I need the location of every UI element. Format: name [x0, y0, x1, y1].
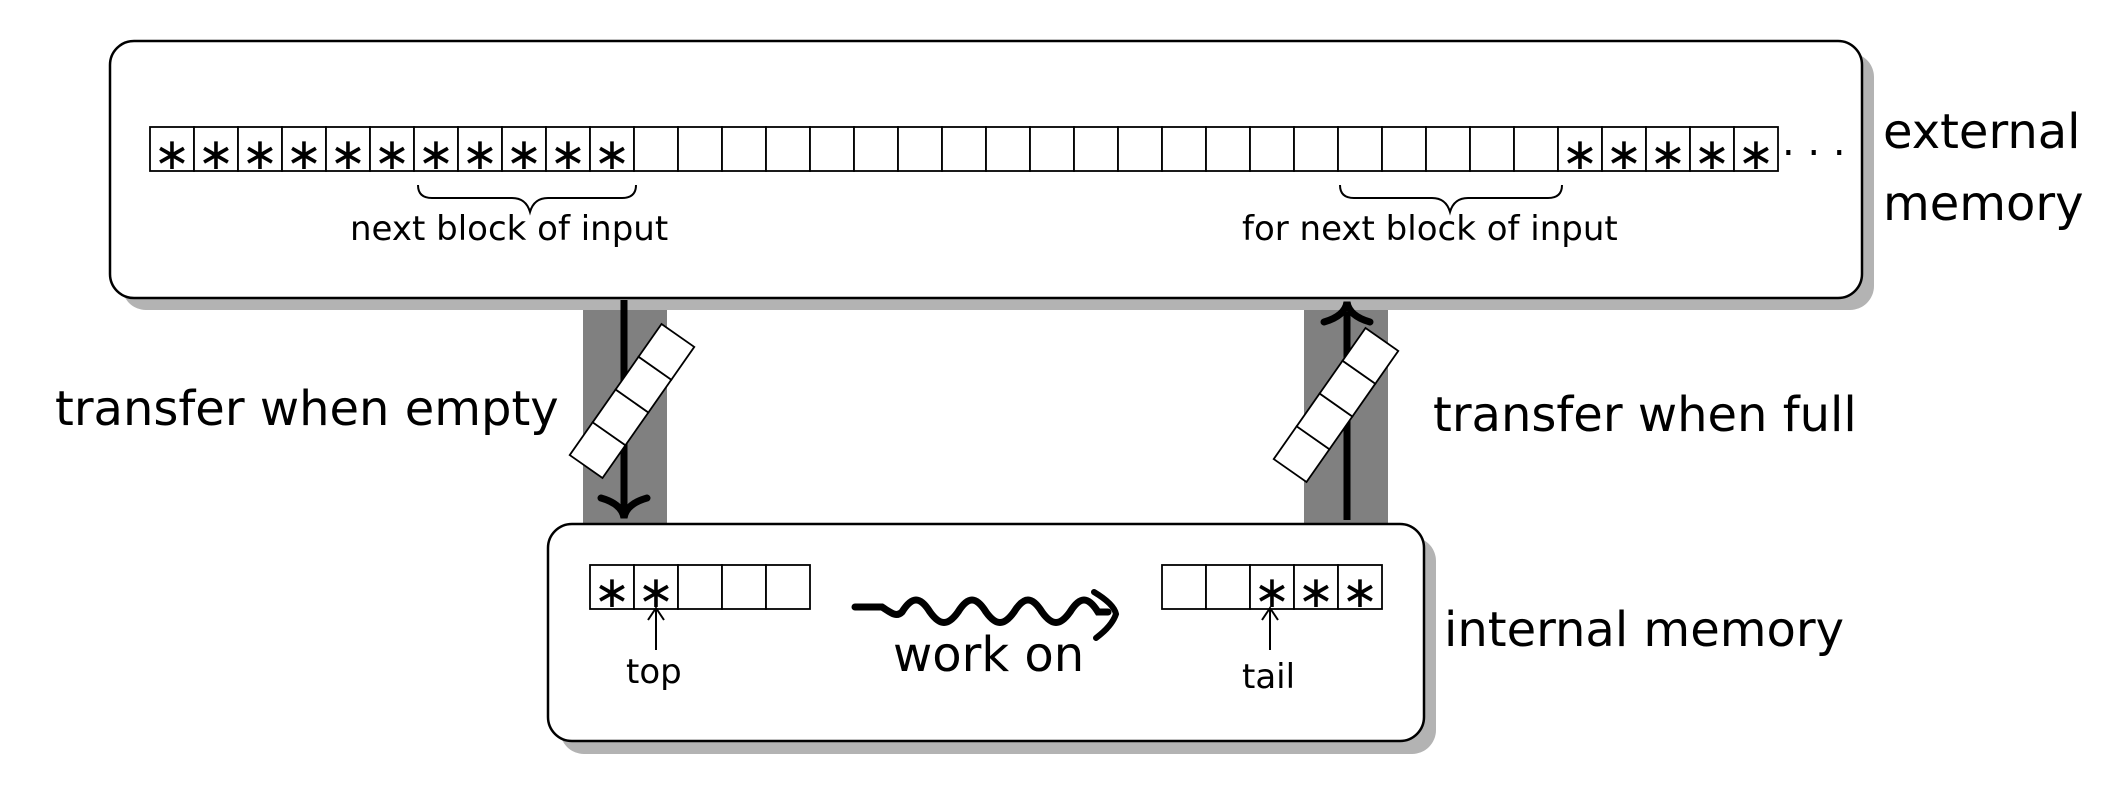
output-buffer-cell: [1205, 564, 1251, 610]
external-memory-star: ∗: [418, 129, 455, 180]
transit-block-left-cell: [637, 322, 696, 381]
external-memory-star: ∗: [594, 129, 631, 180]
external-memory-cell: ∗: [193, 126, 239, 180]
external-ellipsis: . . .: [1782, 119, 1846, 165]
external-memory-cell: [1073, 126, 1119, 172]
external-memory-cell: [1029, 126, 1075, 172]
external-memory-cell: [765, 126, 811, 172]
external-memory-star: ∗: [1694, 129, 1731, 180]
external-memory-cell: [1249, 126, 1295, 172]
external-memory-cell: ∗: [1601, 126, 1647, 180]
external-memory-cell: [1513, 126, 1559, 172]
external-memory-star: ∗: [506, 129, 543, 180]
external-memory-star: ∗: [462, 129, 499, 180]
internal-memory-cells: ∗∗∗∗∗: [589, 564, 1383, 618]
external-memory-cell: ∗: [1733, 126, 1779, 180]
external-memory-star: ∗: [242, 129, 279, 180]
external-memory-cell: ∗: [545, 126, 591, 180]
input-buffer-cell: [721, 564, 767, 610]
external-memory-cell: ∗: [589, 126, 635, 180]
input-buffer-cell: [677, 564, 723, 610]
output-buffer-cell: ∗: [1337, 564, 1383, 618]
brace-right: [1339, 184, 1563, 216]
external-memory-star: ∗: [198, 129, 235, 180]
external-memory-cells: ∗∗∗∗∗∗∗∗∗∗∗∗∗∗∗∗: [149, 126, 1779, 180]
external-memory-cell: ∗: [1645, 126, 1691, 180]
work-on-label: work on: [893, 627, 1084, 683]
tail-label: tail: [1242, 657, 1295, 697]
output-buffer-star: ∗: [1298, 567, 1335, 618]
external-memory-cell: [721, 126, 767, 172]
external-memory-cell: ∗: [457, 126, 503, 180]
transit-block-right-cell: [1341, 326, 1400, 385]
output-buffer-cell: [1161, 564, 1207, 610]
external-memory-cell: [809, 126, 855, 172]
external-memory-star: ∗: [154, 129, 191, 180]
transit-block-right: [1272, 326, 1400, 484]
external-memory-cell: [1117, 126, 1163, 172]
internal-memory-label: internal memory: [1444, 602, 1844, 658]
external-memory-cell: [853, 126, 899, 172]
transfer-right-label: transfer when full: [1433, 387, 1857, 443]
brace-right-label: for next block of input: [1242, 209, 1618, 249]
top-label: top: [626, 652, 682, 692]
external-memory-cell: [1293, 126, 1339, 172]
external-memory-star: ∗: [1738, 129, 1775, 180]
external-memory-cell: ∗: [501, 126, 547, 180]
external-memory-cell: [1425, 126, 1471, 172]
output-buffer-cell: ∗: [1293, 564, 1339, 618]
external-memory-cell: ∗: [325, 126, 371, 180]
external-memory-cell: ∗: [149, 126, 195, 180]
external-memory-cell: ∗: [237, 126, 283, 180]
external-memory-star: ∗: [374, 129, 411, 180]
transit-block-left: [568, 322, 696, 480]
external-memory-cell: ∗: [1689, 126, 1735, 180]
external-memory-star: ∗: [550, 129, 587, 180]
external-memory-cell: [941, 126, 987, 172]
external-memory-label-line2: memory: [1883, 176, 2084, 232]
external-memory-cell: [1161, 126, 1207, 172]
external-memory-label-line1: external: [1883, 104, 2081, 160]
transfer-left-label: transfer when empty: [55, 381, 559, 437]
external-memory-star: ∗: [1606, 129, 1643, 180]
input-buffer-star: ∗: [594, 567, 631, 618]
external-memory-cell: [1381, 126, 1427, 172]
external-memory-cell: ∗: [413, 126, 459, 180]
input-buffer-cell: [765, 564, 811, 610]
external-memory-cell: ∗: [369, 126, 415, 180]
external-memory-cell: [985, 126, 1031, 172]
external-memory-star: ∗: [286, 129, 323, 180]
external-memory-cell: [897, 126, 943, 172]
output-buffer-star: ∗: [1342, 567, 1379, 618]
input-buffer-cell: ∗: [633, 564, 679, 618]
top-pointer-arrow: [647, 606, 665, 650]
external-memory-star: ∗: [330, 129, 367, 180]
external-memory-cell: ∗: [1557, 126, 1603, 180]
external-memory-star: ∗: [1650, 129, 1687, 180]
external-memory-cell: [1337, 126, 1383, 172]
tail-pointer-arrow: [1261, 606, 1279, 650]
external-memory-cell: ∗: [281, 126, 327, 180]
external-memory-cell: [1205, 126, 1251, 172]
external-memory-cell: [633, 126, 679, 172]
work-on-arrow: [851, 589, 1120, 641]
input-buffer-cell: ∗: [589, 564, 635, 618]
brace-left-label: next block of input: [350, 209, 668, 249]
external-memory-cell: [1469, 126, 1515, 172]
brace-left: [417, 184, 637, 216]
external-memory-star: ∗: [1562, 129, 1599, 180]
external-memory-cell: [677, 126, 723, 172]
